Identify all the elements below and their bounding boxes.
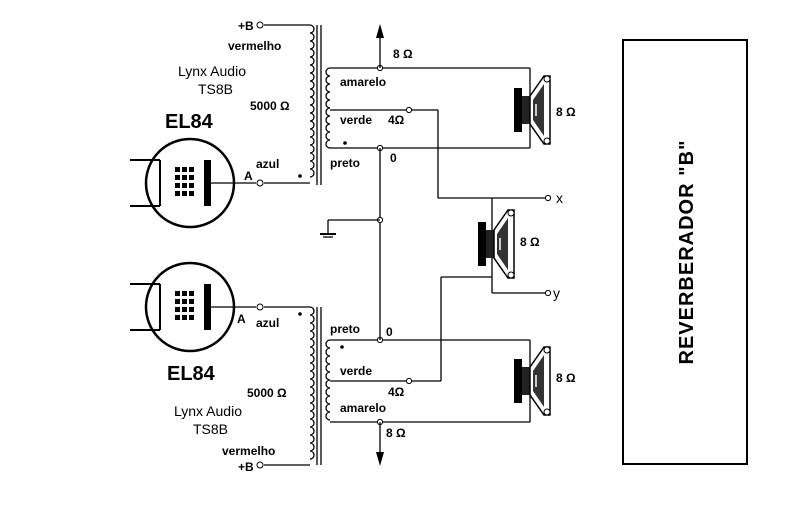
up-arrow-icon: [376, 24, 384, 38]
upper-el84-tube: [130, 137, 256, 229]
upper-bplus-terminal: [256, 21, 264, 29]
y-output-terminal: [544, 289, 552, 297]
upper-speaker-label: 8 Ω: [556, 105, 576, 119]
lower-speaker-label: 8 Ω: [556, 371, 576, 385]
lower-tube-label: EL84: [167, 363, 216, 385]
upper-8ohm-label: 8 Ω: [393, 47, 413, 61]
upper-speaker: [513, 75, 551, 145]
upper-brand-label: Lynx Audio: [178, 63, 246, 79]
lower-yellow-tap-label: amarelo: [340, 401, 386, 415]
lower-speaker: [513, 346, 551, 416]
down-arrow-icon: [376, 452, 384, 466]
y-output-label: y: [553, 285, 560, 301]
upper-tube-label: EL84: [165, 111, 214, 133]
upper-model-label: TS8B: [198, 81, 233, 97]
x-output-terminal: [544, 194, 552, 202]
reverb-box: [622, 39, 748, 465]
upper-4ohm-label: 4Ω: [388, 113, 405, 127]
lower-model-label: TS8B: [193, 421, 228, 437]
upper-anode-label: A: [244, 169, 253, 183]
lower-output-transformer: [256, 303, 530, 469]
lower-el84-tube: [130, 261, 256, 353]
upper-blue-wire-label: azul: [256, 157, 279, 171]
lower-black-tap-label: preto: [330, 322, 360, 336]
upper-green-tap-label: verde: [340, 113, 372, 127]
lower-impedance-label: 5000 Ω: [247, 386, 287, 400]
x-output-label: x: [556, 190, 563, 206]
lower-anode-label: A: [237, 312, 246, 326]
reverb-label: REVERBERADOR "B": [676, 140, 698, 365]
upper-black-tap-label: preto: [330, 156, 360, 170]
lower-0-label: 0: [386, 325, 393, 339]
upper-impedance-label: 5000 Ω: [250, 99, 290, 113]
upper-red-wire-label: vermelho: [228, 39, 281, 53]
lower-8ohm-label: 8 Ω: [386, 426, 406, 440]
upper-yellow-tap-label: amarelo: [340, 75, 386, 89]
lower-anode-terminal: [256, 303, 264, 311]
lower-red-wire-label: vermelho: [222, 444, 275, 458]
lower-4ohm-label: 4Ω: [388, 385, 405, 399]
upper-bplus-label: +B: [238, 19, 254, 33]
middle-speaker-label: 8 Ω: [520, 235, 540, 249]
upper-output-transformer: [256, 21, 530, 187]
lower-green-tap-label: verde: [340, 364, 372, 378]
lower-bplus-terminal: [256, 461, 264, 469]
upper-0-label: 0: [390, 151, 397, 165]
lower-blue-wire-label: azul: [256, 316, 279, 330]
lower-brand-label: Lynx Audio: [174, 403, 242, 419]
middle-speaker: [477, 209, 515, 279]
upper-anode-terminal: [256, 179, 264, 187]
lower-bplus-label: +B: [238, 460, 254, 474]
